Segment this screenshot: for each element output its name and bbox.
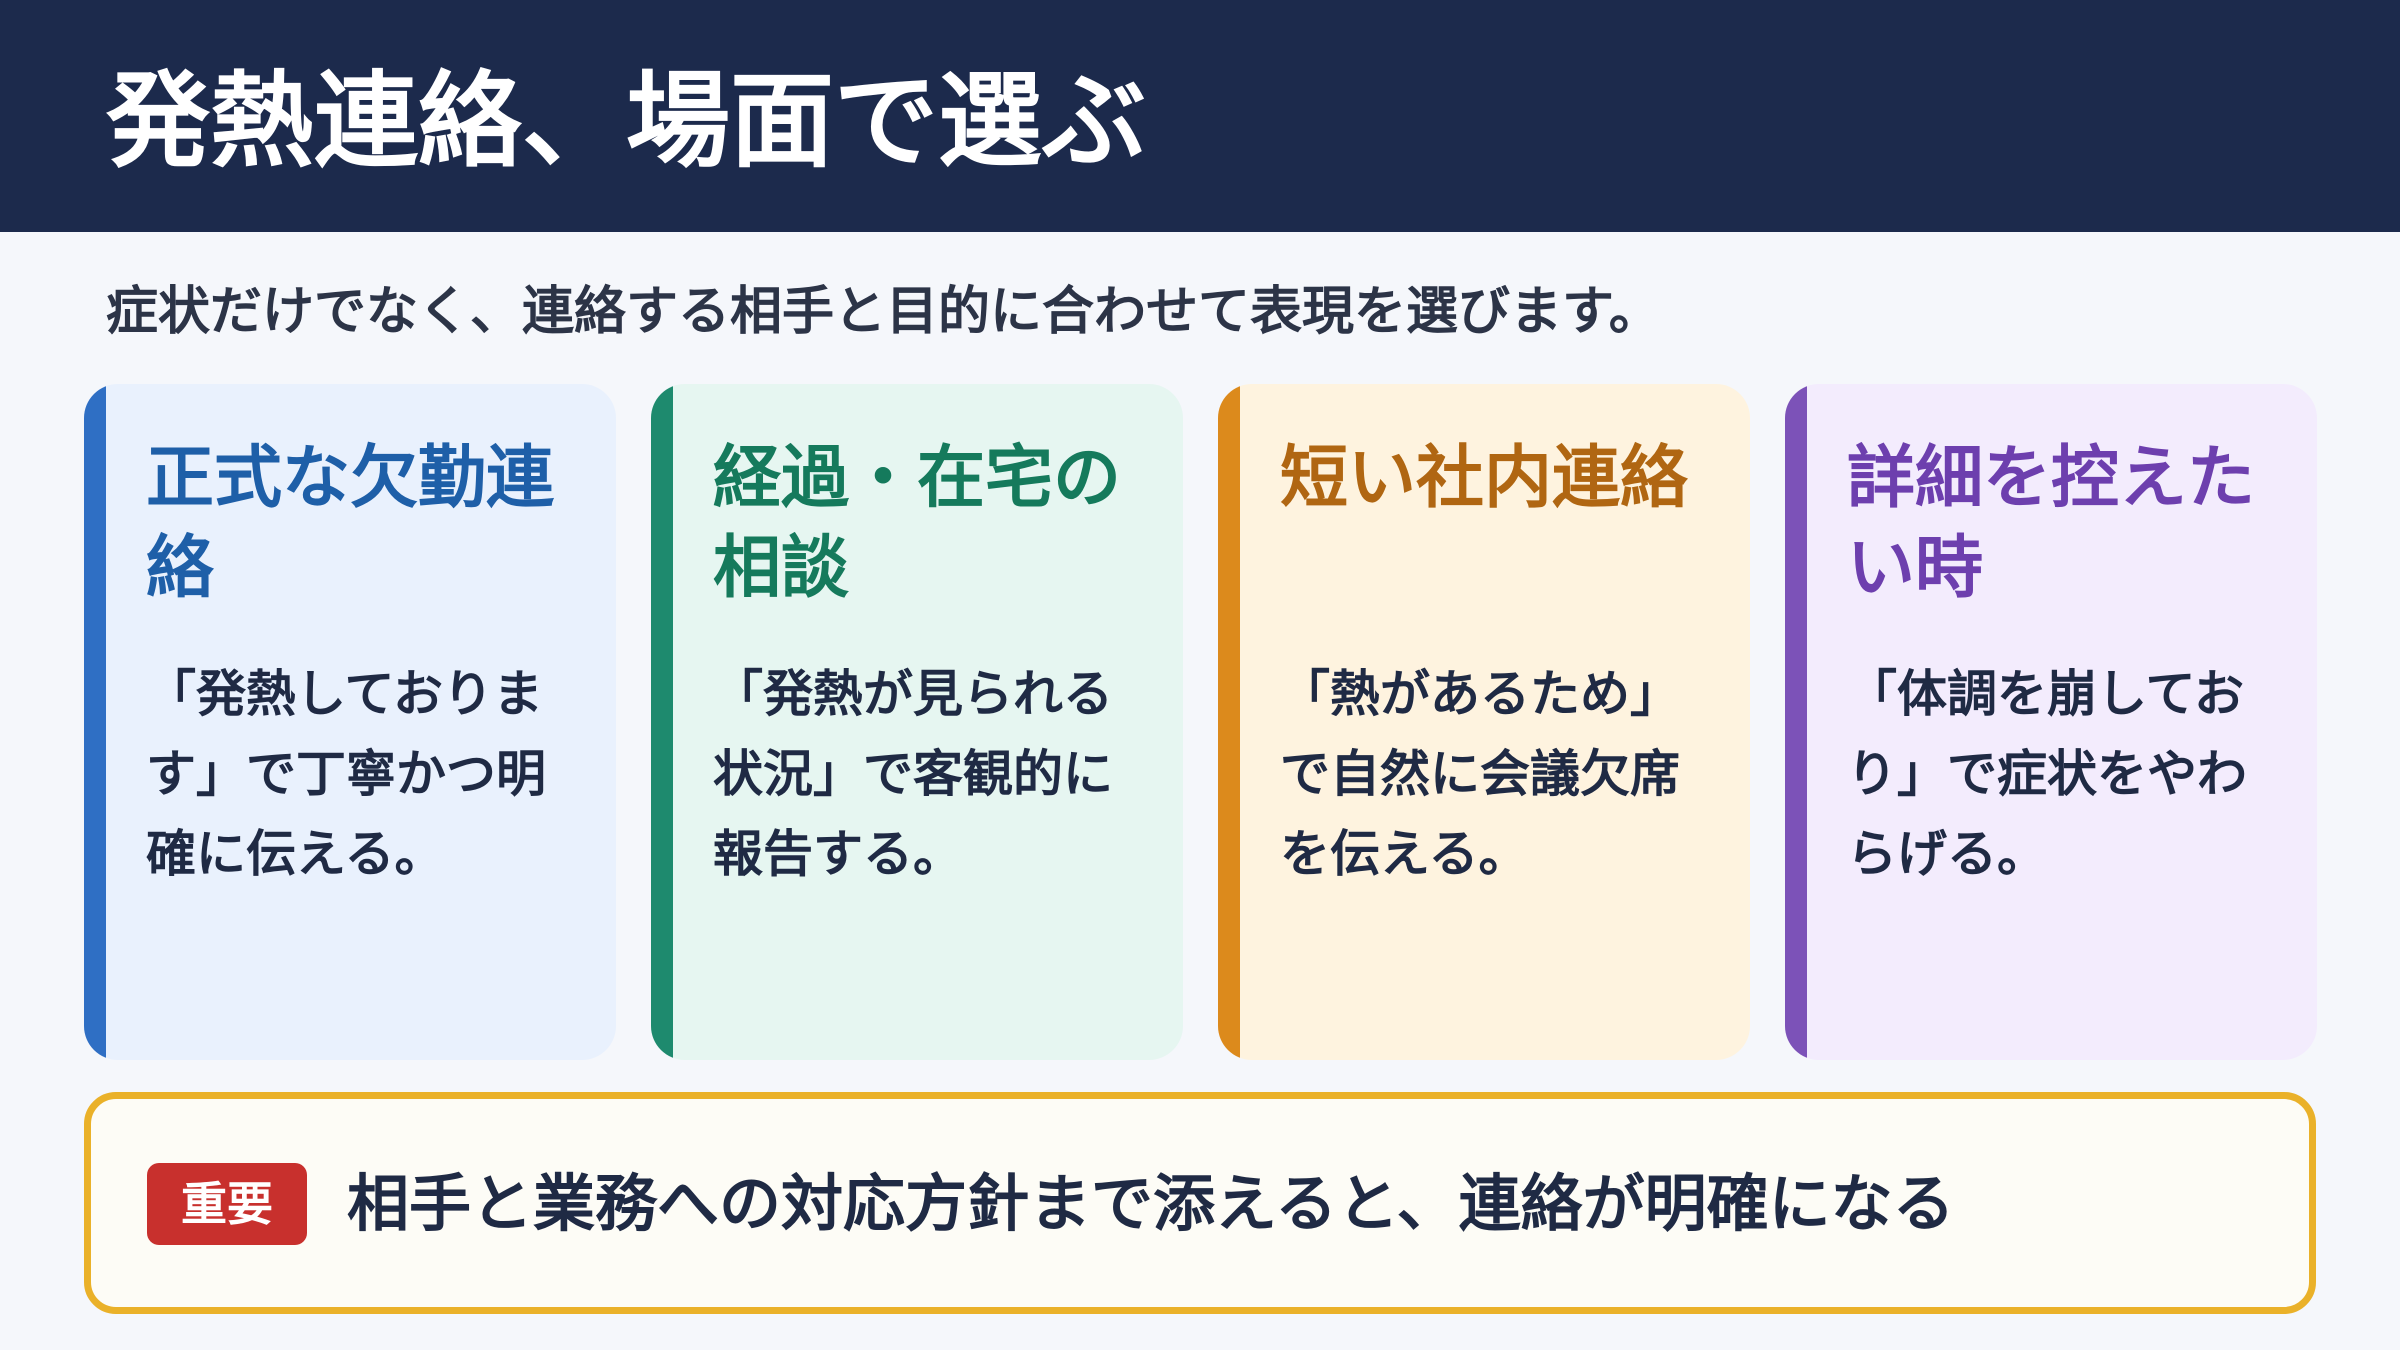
card-accent-bar	[1218, 384, 1240, 1060]
page-subtitle: 症状だけでなく、連絡する相手と目的に合わせて表現を選びます。	[106, 282, 1661, 342]
card-body: 「体調を崩しており」で症状をやわらげる。	[1847, 665, 2247, 883]
card-title: 短い社内連絡	[1280, 439, 1689, 518]
important-notice: 重要 相手と業務への対応方針まで添えると、連絡が明確になる	[84, 1092, 2316, 1314]
important-badge: 重要	[147, 1163, 307, 1245]
header-bar: 発熱連絡、場面で選ぶ	[0, 0, 2400, 232]
card-body: 「熱があるため」で自然に会議欠席を伝える。	[1280, 665, 1680, 883]
card-withhold-details: 詳細を控えたい時 「体調を崩しており」で症状をやわらげる。	[1785, 384, 2317, 1060]
card-formal-absence: 正式な欠勤連絡 「発熱しております」で丁寧かつ明確に伝える。	[84, 384, 616, 1060]
notice-text: 相手と業務への対応方針まで添えると、連絡が明確になる	[347, 1167, 1955, 1240]
card-title: 正式な欠勤連絡	[146, 439, 555, 608]
card-accent-bar	[84, 384, 106, 1060]
card-short-internal: 短い社内連絡 「熱があるため」で自然に会議欠席を伝える。	[1218, 384, 1750, 1060]
card-title: 詳細を控えたい時	[1847, 439, 2256, 608]
card-progress-remote: 経過・在宅の相談 「発熱が見られる状況」で客観的に報告する。	[651, 384, 1183, 1060]
card-accent-bar	[1785, 384, 1807, 1060]
card-accent-bar	[651, 384, 673, 1060]
card-body: 「発熱しております」で丁寧かつ明確に伝える。	[146, 665, 546, 883]
card-title: 経過・在宅の相談	[713, 439, 1122, 608]
page-title: 発熱連絡、場面で選ぶ	[106, 60, 1147, 182]
card-body: 「発熱が見られる状況」で客観的に報告する。	[713, 665, 1113, 883]
